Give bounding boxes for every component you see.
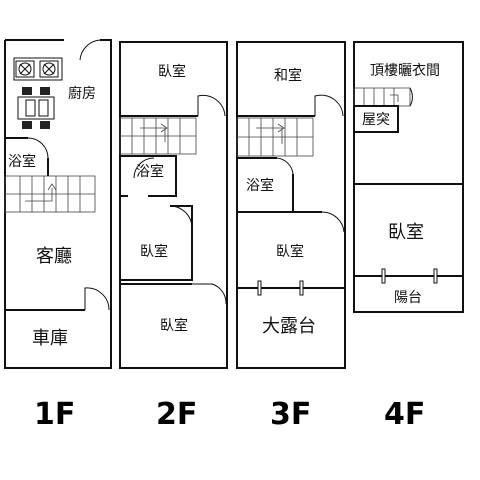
room-label-bedroom-mid: 臥室: [140, 243, 168, 260]
room-label-roof-protrusion: 屋突: [362, 112, 390, 128]
room-label-bath: 浴室: [8, 153, 36, 170]
room-label-japanese-room: 和室: [274, 67, 302, 84]
stove-icon: [13, 57, 63, 81]
room-label-bedroom-bottom: 臥室: [160, 317, 188, 334]
floor-4f: 頂樓曬衣間 屋突 臥室 陽台: [353, 41, 464, 313]
room-label-bedroom-top: 臥室: [158, 63, 186, 80]
room-label-bath: 浴室: [136, 163, 164, 180]
staircase-icon: [119, 117, 197, 155]
floor-label-4f: 4F: [384, 397, 425, 432]
room-label-terrace: 大露台: [262, 316, 316, 337]
dining-table-icon: [17, 87, 55, 129]
room-label-balcony: 陽台: [394, 290, 422, 306]
room-label-bath: 浴室: [246, 177, 274, 194]
floor-2f: 臥室 浴室 臥室 臥室: [119, 41, 228, 369]
room-label-attic-drying-room: 頂樓曬衣間: [370, 63, 440, 79]
floor-label-2f: 2F: [156, 397, 197, 432]
room-label-living: 客廳: [36, 246, 72, 267]
floor-1f: 廚房 浴室 客廳 車庫: [4, 39, 112, 369]
staircase-icon: [236, 117, 314, 157]
floor-label-1f: 1F: [34, 397, 75, 432]
floor-label-3f: 3F: [270, 397, 311, 432]
staircase-icon: [4, 175, 96, 213]
floor-3f: 和室 浴室 臥室 大露台: [236, 41, 346, 369]
room-label-garage: 車庫: [32, 328, 68, 349]
room-label-bedroom: 臥室: [276, 243, 304, 260]
staircase-icon: [353, 87, 411, 107]
room-label-kitchen: 廚房: [68, 85, 96, 102]
room-label-bedroom: 臥室: [388, 222, 424, 243]
